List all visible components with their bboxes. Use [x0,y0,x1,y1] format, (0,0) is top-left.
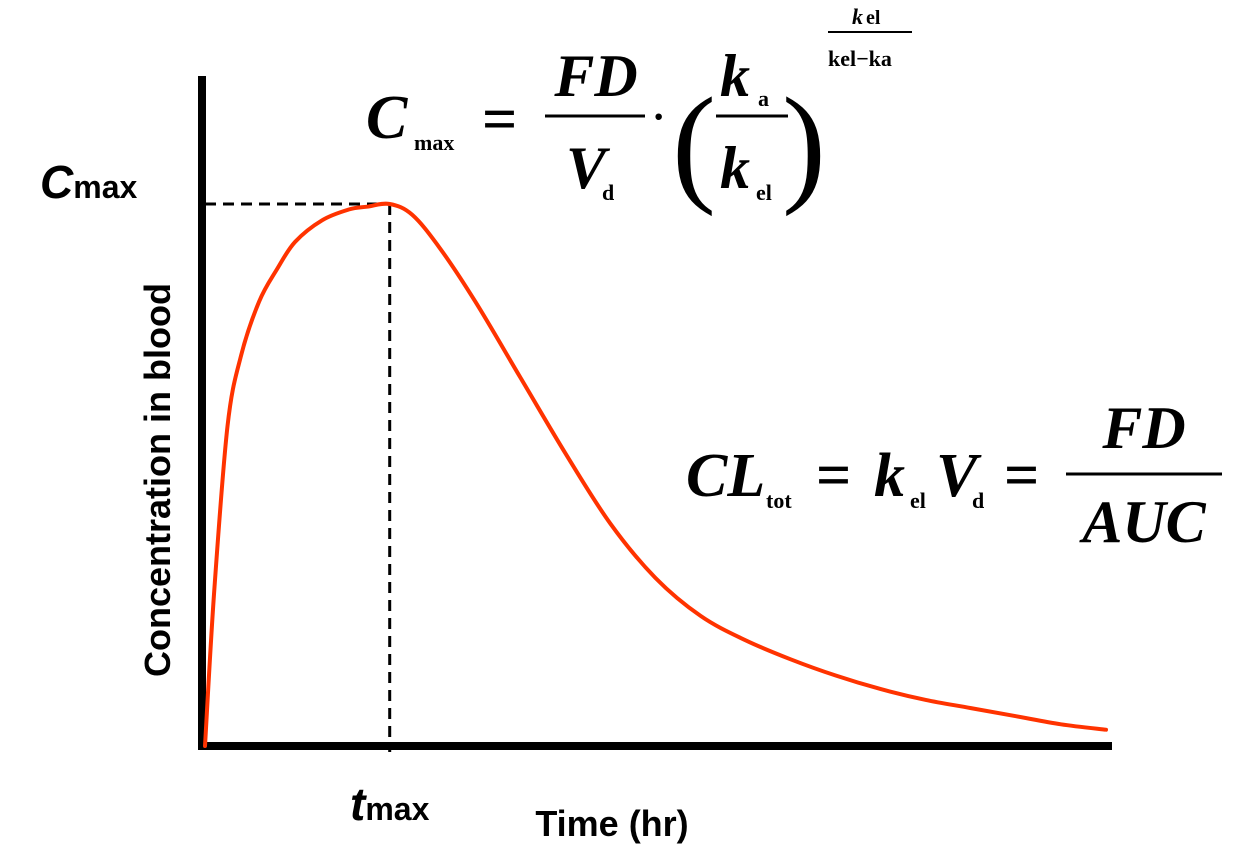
svg-text:d: d [602,180,614,205]
cmax-equation: C max = FD V d · ( k a k el ) k el kel−k… [366,4,912,217]
svg-text:C: C [366,84,408,152]
svg-text:el: el [910,488,926,513]
x-axis-label: Time (hr) [535,803,688,844]
clearance-equation: CL tot = k el V d = FD AUC [686,395,1222,555]
svg-text:max: max [414,130,454,155]
concentration-curve [203,201,1108,748]
svg-text:CL: CL [686,442,765,510]
svg-text:k: k [874,442,905,510]
svg-text:a: a [758,86,769,111]
svg-text:): ) [782,70,826,217]
svg-text:d: d [972,488,984,513]
svg-text:(: ( [672,70,716,217]
svg-text:V: V [936,442,982,510]
svg-text:el: el [866,7,881,29]
svg-text:kel−ka: kel−ka [828,46,892,71]
svg-text:tot: tot [766,488,792,513]
svg-text:FD: FD [1101,395,1185,461]
svg-text:·: · [652,94,665,139]
svg-text:FD: FD [553,43,637,109]
cmax-axis-label: Cmax [40,156,137,208]
y-axis-label: Concentration in blood [137,283,178,677]
svg-text:k: k [720,43,750,109]
svg-text:k: k [852,4,863,29]
svg-text:=: = [1004,442,1039,510]
svg-text:k: k [720,135,750,201]
svg-text:=: = [816,442,851,510]
svg-text:AUC: AUC [1078,489,1206,555]
svg-text:el: el [756,180,772,205]
tmax-axis-label: tmax [350,778,430,830]
svg-text:V: V [566,135,611,201]
svg-text:=: = [482,86,517,154]
